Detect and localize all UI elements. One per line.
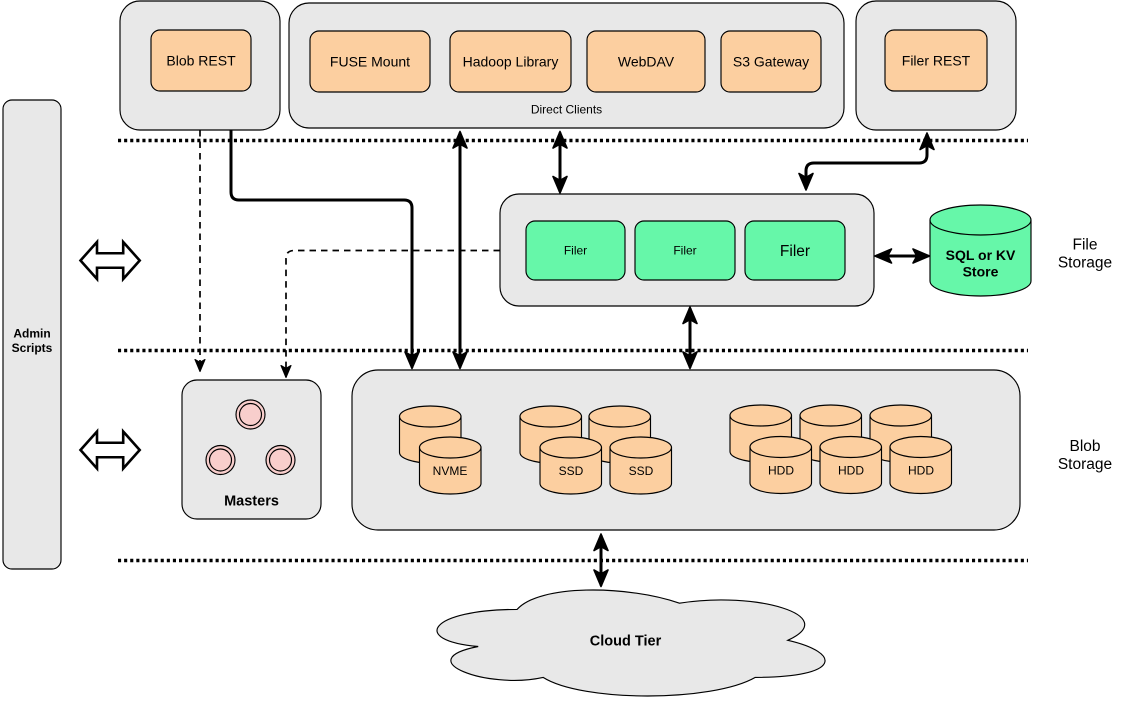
svg-text:SQL or KV: SQL or KV bbox=[946, 247, 1016, 263]
svg-text:HDD: HDD bbox=[908, 464, 934, 478]
svg-text:SSD: SSD bbox=[559, 464, 584, 478]
svg-text:Direct Clients: Direct Clients bbox=[531, 103, 602, 117]
svg-text:Masters: Masters bbox=[224, 494, 279, 510]
svg-text:Scripts: Scripts bbox=[12, 341, 53, 355]
svg-text:Filer: Filer bbox=[780, 243, 810, 260]
svg-text:S3 Gateway: S3 Gateway bbox=[733, 54, 809, 70]
svg-text:Storage: Storage bbox=[1058, 456, 1112, 473]
svg-text:NVME: NVME bbox=[433, 464, 468, 478]
svg-text:Filer: Filer bbox=[564, 244, 587, 258]
svg-text:Cloud Tier: Cloud Tier bbox=[590, 634, 662, 650]
svg-text:Filer REST: Filer REST bbox=[902, 53, 971, 69]
svg-text:Blob: Blob bbox=[1069, 438, 1100, 455]
svg-text:Store: Store bbox=[963, 264, 999, 280]
svg-text:Hadoop Library: Hadoop Library bbox=[463, 54, 559, 70]
svg-text:Storage: Storage bbox=[1058, 255, 1112, 272]
svg-text:Blob REST: Blob REST bbox=[166, 53, 236, 69]
svg-text:WebDAV: WebDAV bbox=[618, 54, 675, 70]
svg-text:File: File bbox=[1073, 237, 1098, 254]
svg-text:FUSE Mount: FUSE Mount bbox=[330, 54, 410, 70]
svg-text:Admin: Admin bbox=[13, 327, 50, 341]
svg-text:Filer: Filer bbox=[673, 244, 696, 258]
svg-text:HDD: HDD bbox=[768, 464, 794, 478]
svg-text:SSD: SSD bbox=[629, 464, 654, 478]
svg-text:HDD: HDD bbox=[838, 464, 864, 478]
